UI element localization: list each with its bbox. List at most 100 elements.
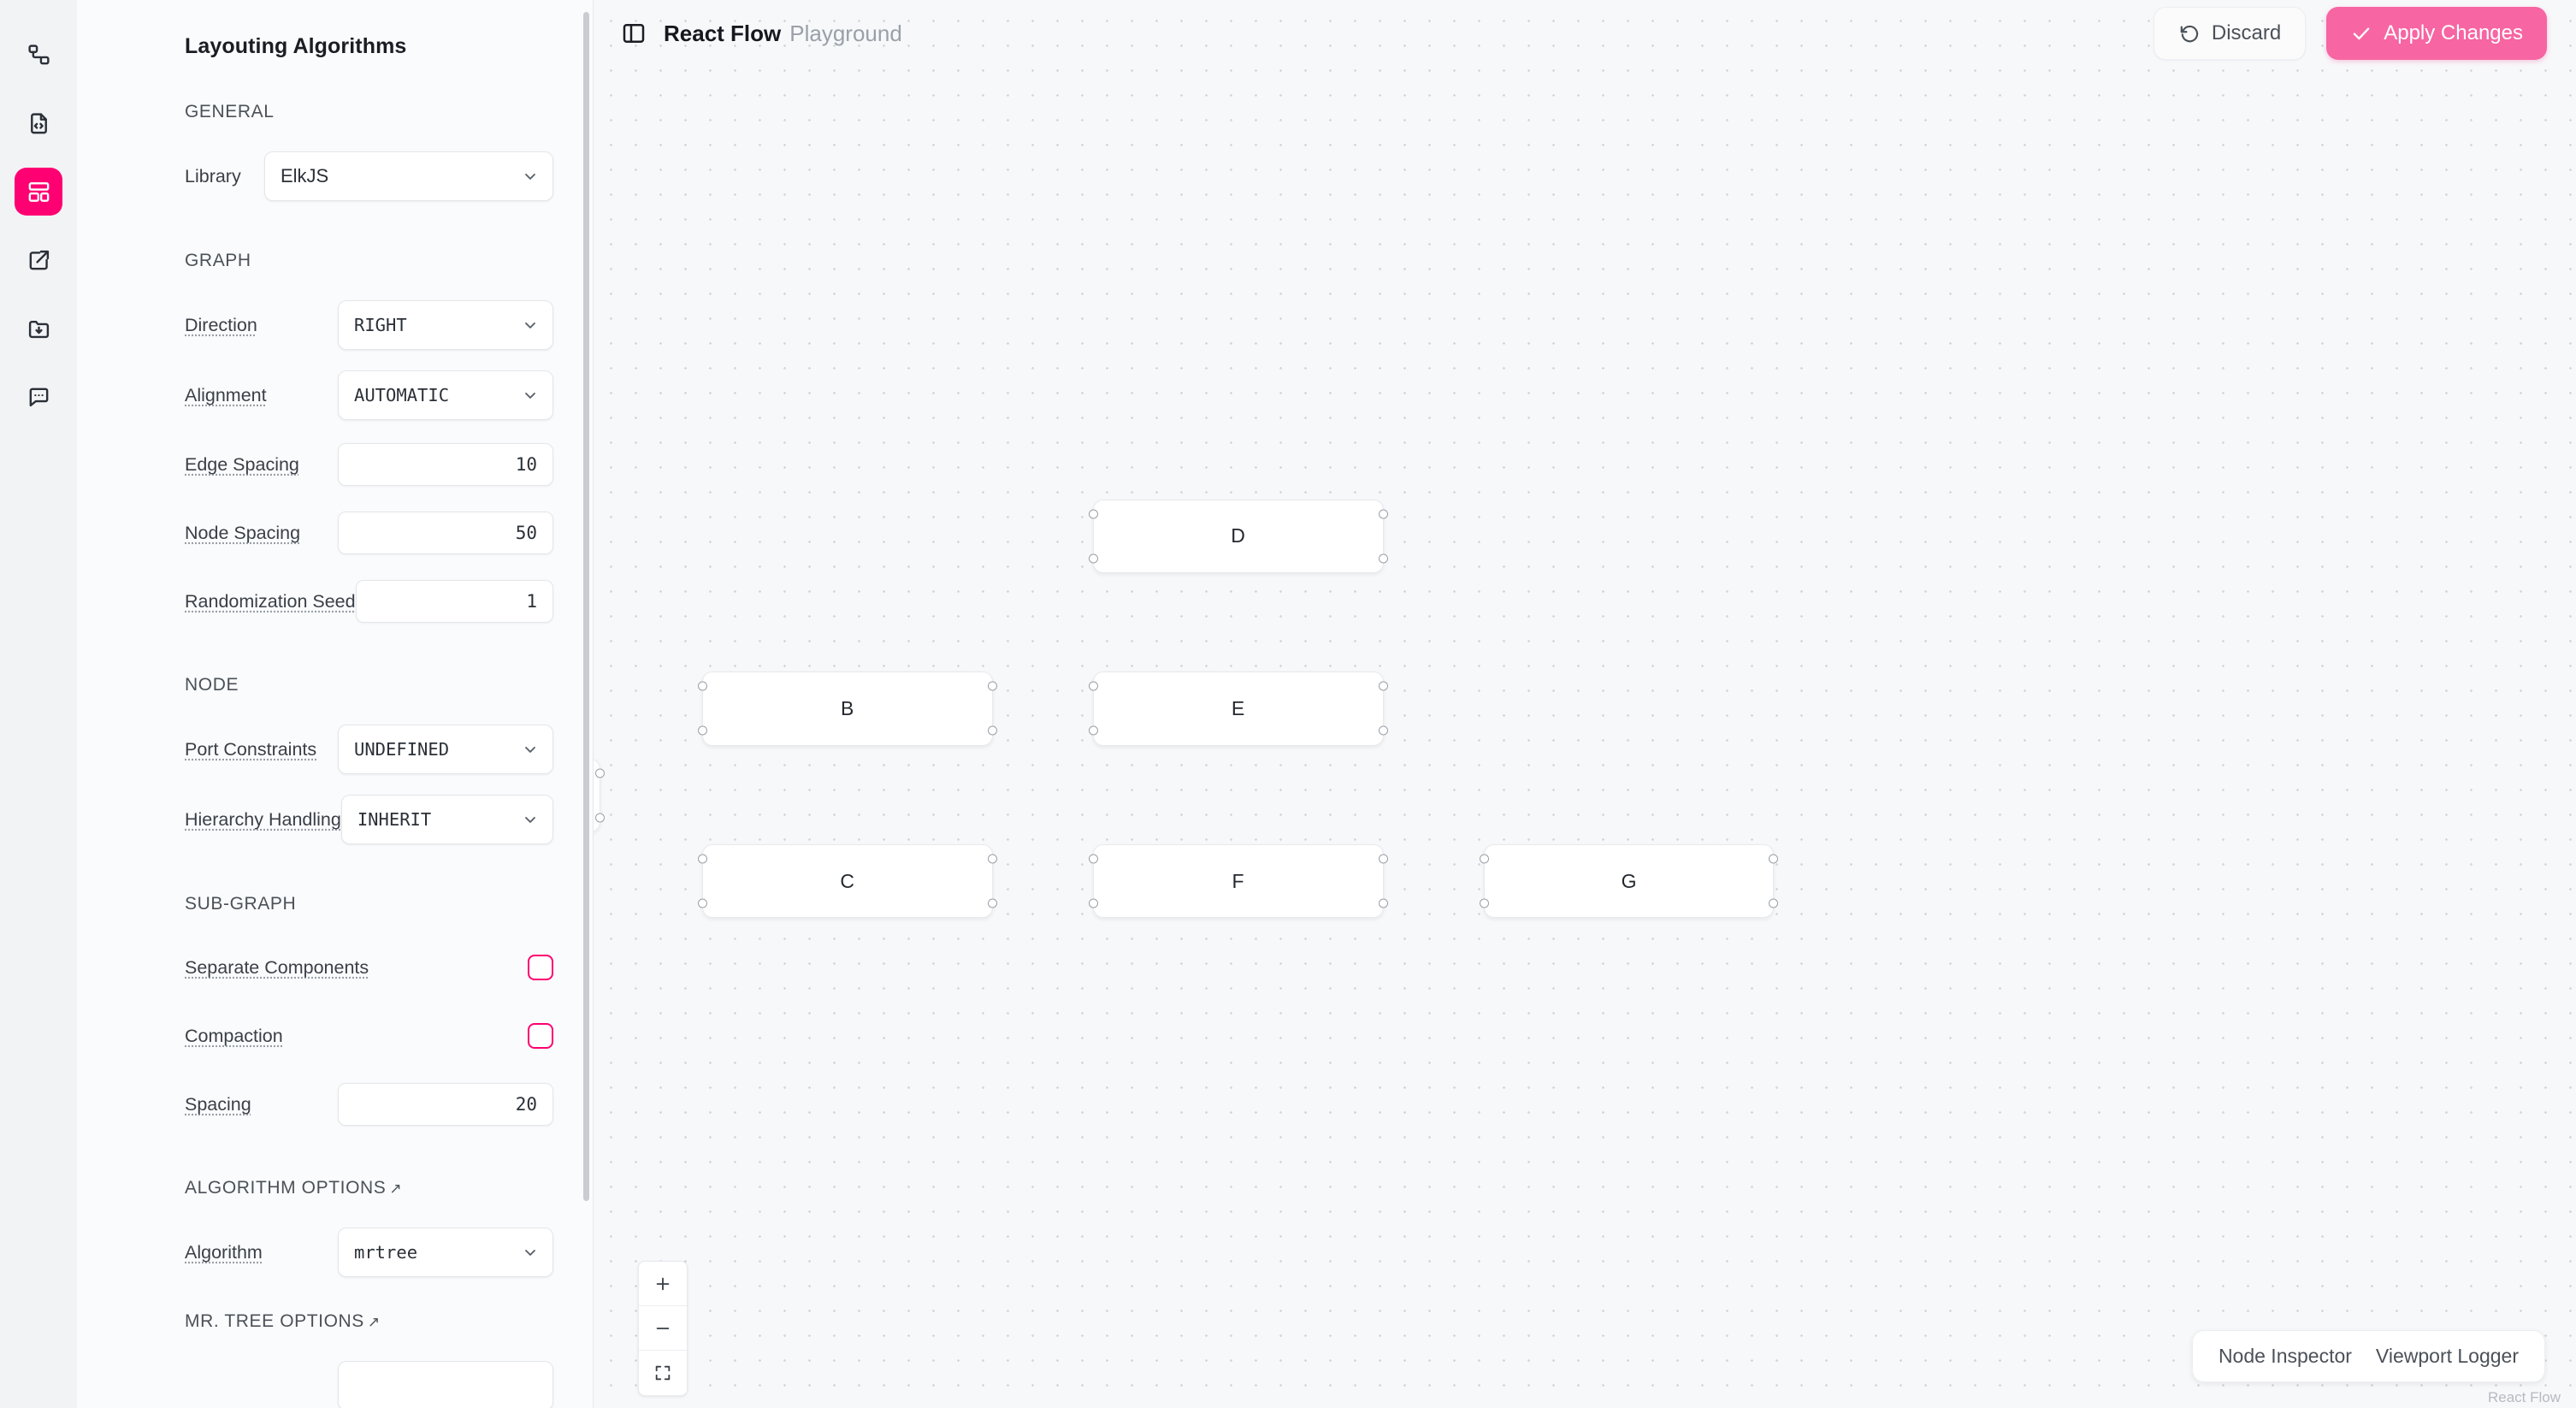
flow-node-label: C bbox=[840, 869, 854, 892]
field-row-hierarchy-handling: Hierarchy Handling INHERIT bbox=[185, 795, 553, 844]
chevron-down-icon bbox=[522, 168, 539, 185]
section-heading-subgraph: SUB-GRAPH bbox=[185, 894, 297, 914]
node-handle[interactable] bbox=[1479, 898, 1489, 908]
label-library: Library bbox=[185, 165, 241, 186]
node-handle[interactable] bbox=[697, 898, 707, 908]
select-direction[interactable]: RIGHT bbox=[338, 300, 553, 350]
node-handle[interactable] bbox=[1088, 854, 1098, 864]
apply-changes-button[interactable]: Apply Changes bbox=[2326, 7, 2547, 60]
panel-left-icon[interactable] bbox=[621, 19, 650, 48]
node-handle[interactable] bbox=[697, 681, 707, 691]
section-heading-general: GENERAL bbox=[185, 102, 275, 121]
node-handle[interactable] bbox=[987, 898, 997, 908]
section-heading-mr-tree-options[interactable]: MR. TREE OPTIONS bbox=[185, 1311, 553, 1332]
select-mr-tree-option[interactable] bbox=[338, 1361, 553, 1408]
input-subgraph-spacing[interactable]: 20 bbox=[338, 1083, 553, 1126]
flow-node-c[interactable]: C bbox=[697, 843, 997, 919]
node-handle[interactable] bbox=[1088, 509, 1098, 519]
discard-button[interactable]: Discard bbox=[2153, 7, 2307, 60]
node-handle[interactable] bbox=[1088, 725, 1098, 736]
undo-icon bbox=[2178, 22, 2201, 44]
node-handle[interactable] bbox=[1378, 681, 1388, 691]
discard-button-label: Discard bbox=[2211, 21, 2282, 44]
comment-icon bbox=[27, 385, 51, 410]
chevron-down-icon bbox=[522, 317, 539, 334]
label-hierarchy-handling: Hierarchy Handling bbox=[185, 808, 341, 830]
node-handle[interactable] bbox=[1769, 898, 1779, 908]
node-handle[interactable] bbox=[1378, 854, 1388, 864]
flow-canvas[interactable]: React Flow Playground Discard bbox=[594, 0, 2576, 1408]
field-row-subgraph-spacing: Spacing 20 bbox=[185, 1080, 553, 1128]
panel-scrollbar[interactable] bbox=[583, 12, 589, 1201]
select-library-value: ElkJS bbox=[281, 165, 329, 186]
input-randomization-seed[interactable]: 1 bbox=[355, 580, 553, 623]
select-direction-value: RIGHT bbox=[354, 315, 407, 335]
canvas-topbar: React Flow Playground Discard bbox=[594, 0, 2576, 67]
node-handle[interactable] bbox=[987, 854, 997, 864]
select-alignment[interactable]: AUTOMATIC bbox=[338, 370, 553, 420]
select-port-constraints[interactable]: UNDEFINED bbox=[338, 725, 553, 774]
flow-node-a[interactable]: A bbox=[594, 759, 605, 833]
nodes-layer: A B C D E F G bbox=[594, 0, 2576, 1408]
node-handle[interactable] bbox=[1769, 854, 1779, 864]
node-handle[interactable] bbox=[697, 725, 707, 736]
label-compaction: Compaction bbox=[185, 1025, 283, 1046]
sidebar-item-code[interactable] bbox=[15, 99, 62, 147]
flow-node-b[interactable]: B bbox=[697, 671, 997, 746]
label-algorithm: Algorithm bbox=[185, 1241, 263, 1263]
zoom-controls bbox=[638, 1261, 688, 1396]
devtools-panel: Node Inspector Viewport Logger bbox=[2191, 1330, 2545, 1382]
node-handle[interactable] bbox=[1378, 898, 1388, 908]
select-algorithm[interactable]: mrtree bbox=[338, 1228, 553, 1277]
node-handle[interactable] bbox=[1088, 681, 1098, 691]
node-handle[interactable] bbox=[594, 768, 605, 778]
field-row-direction: Direction RIGHT bbox=[185, 300, 553, 350]
sidebar-item-open-external[interactable] bbox=[15, 236, 62, 284]
section-heading-algorithm-options[interactable]: ALGORITHM OPTIONS bbox=[185, 1178, 553, 1198]
node-handle[interactable] bbox=[1378, 725, 1388, 736]
select-library[interactable]: ElkJS bbox=[264, 151, 553, 201]
node-handle[interactable] bbox=[1378, 509, 1388, 519]
fit-view-button[interactable] bbox=[639, 1351, 687, 1395]
viewport-logger-button[interactable]: Viewport Logger bbox=[2375, 1345, 2519, 1367]
field-row-mr-tree-partial bbox=[185, 1361, 553, 1408]
sidebar-item-layout[interactable] bbox=[15, 168, 62, 216]
flow-node-e[interactable]: E bbox=[1088, 671, 1388, 746]
checkbox-separate-components[interactable] bbox=[528, 955, 553, 980]
sidebar-item-download[interactable] bbox=[15, 305, 62, 352]
node-handle[interactable] bbox=[1378, 553, 1388, 564]
node-handle[interactable] bbox=[1088, 898, 1098, 908]
flow-node-d[interactable]: D bbox=[1088, 499, 1388, 574]
node-inspector-button[interactable]: Node Inspector bbox=[2218, 1345, 2352, 1367]
external-link-icon bbox=[27, 248, 51, 273]
zoom-in-button[interactable] bbox=[639, 1262, 687, 1306]
sidebar-item-nodes[interactable] bbox=[15, 31, 62, 79]
node-handle[interactable] bbox=[1088, 553, 1098, 564]
field-row-compaction: Compaction bbox=[185, 1012, 553, 1060]
attribution[interactable]: React Flow bbox=[2487, 1389, 2561, 1405]
input-edge-spacing[interactable]: 10 bbox=[338, 443, 553, 486]
node-handle[interactable] bbox=[594, 813, 605, 823]
zoom-out-button[interactable] bbox=[639, 1306, 687, 1351]
label-node-spacing: Node Spacing bbox=[185, 522, 301, 543]
sidebar-item-comments[interactable] bbox=[15, 373, 62, 421]
icon-rail bbox=[0, 0, 77, 1408]
flow-node-label: F bbox=[1232, 869, 1244, 892]
select-algorithm-value: mrtree bbox=[354, 1242, 418, 1263]
flow-node-f[interactable]: F bbox=[1088, 843, 1388, 919]
checkbox-compaction[interactable] bbox=[528, 1023, 553, 1049]
chevron-down-icon bbox=[522, 387, 539, 404]
label-randomization-seed: Randomization Seed bbox=[185, 590, 356, 612]
select-hierarchy-handling[interactable]: INHERIT bbox=[340, 795, 553, 844]
select-hierarchy-handling-value: INHERIT bbox=[357, 809, 432, 830]
label-direction: Direction bbox=[185, 314, 257, 335]
input-node-spacing[interactable]: 50 bbox=[338, 512, 553, 554]
node-handle[interactable] bbox=[697, 854, 707, 864]
node-handle[interactable] bbox=[1479, 854, 1489, 864]
plus-icon bbox=[653, 1275, 672, 1293]
field-row-edge-spacing: Edge Spacing 10 bbox=[185, 441, 553, 488]
flow-node-g[interactable]: G bbox=[1479, 843, 1779, 919]
node-handle[interactable] bbox=[987, 725, 997, 736]
node-handle[interactable] bbox=[987, 681, 997, 691]
layout-icon bbox=[27, 180, 51, 204]
